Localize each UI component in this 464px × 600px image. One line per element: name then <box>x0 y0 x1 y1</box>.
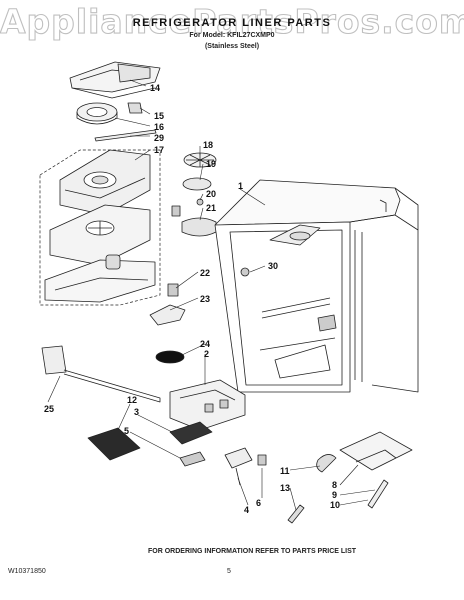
part-29-strip <box>94 129 157 142</box>
diagram-title: REFRIGERATOR LINER PARTS <box>132 17 332 29</box>
callout-20: 20 <box>206 189 216 199</box>
part-2-control-housing <box>169 379 246 431</box>
part-4-6-socket <box>224 447 267 486</box>
assembly-bottom-tray <box>44 254 156 303</box>
callout-15: 15 <box>154 111 164 121</box>
callout-17: 17 <box>154 145 164 155</box>
part-12-filter <box>87 427 141 461</box>
callout-11: 11 <box>280 466 290 476</box>
callout-5: 5 <box>124 426 129 436</box>
part-13-tube <box>287 504 305 524</box>
assembly-boundary <box>39 149 161 306</box>
callout-24: 24 <box>200 339 210 349</box>
part-30-plug <box>240 267 250 277</box>
part-17-housing <box>59 149 151 216</box>
callout-12: 12 <box>127 395 137 405</box>
part-15-16-damper-ring <box>76 102 143 125</box>
callout-2: 2 <box>204 349 209 359</box>
callout-3: 3 <box>134 407 139 417</box>
callout-6: 6 <box>256 498 261 508</box>
callout-4: 4 <box>244 505 249 515</box>
part-24-pad <box>155 350 185 364</box>
model-line: For Model: KFIL27CXMP0 <box>189 32 275 39</box>
part-5-connector <box>179 451 206 467</box>
part-14-cover <box>69 61 161 99</box>
callout-18: 18 <box>203 140 213 150</box>
callout-16: 16 <box>154 122 164 132</box>
callout-30: 30 <box>268 261 278 271</box>
callout-9: 9 <box>332 490 337 500</box>
callout-23: 23 <box>200 294 210 304</box>
callout-25: 25 <box>44 404 54 414</box>
callout-10: 10 <box>330 500 340 510</box>
page-number: 5 <box>227 568 231 575</box>
leader-lines <box>47 79 376 511</box>
callout-8: 8 <box>332 480 337 490</box>
part-22-clip <box>167 283 179 297</box>
callout-29: 29 <box>154 133 164 143</box>
part-25-rail <box>41 345 161 403</box>
ordering-note: FOR ORDERING INFORMATION REFER TO PARTS … <box>148 548 357 555</box>
callout-13: 13 <box>280 483 290 493</box>
part-3-board <box>169 421 213 445</box>
callout-labels: 14 15 16 29 17 18 19 20 21 1 22 30 23 24… <box>44 83 340 515</box>
part-11-bulb <box>316 454 337 473</box>
finish-line: (Stainless Steel) <box>204 43 260 50</box>
doc-number: W10371850 <box>8 568 46 575</box>
callout-22: 22 <box>200 268 210 278</box>
part-20-grommet <box>196 198 204 206</box>
callout-1: 1 <box>238 181 243 191</box>
callout-14: 14 <box>150 83 160 93</box>
part-8-light-cover <box>339 431 413 471</box>
callout-21: 21 <box>206 203 216 213</box>
part-10-lens <box>367 479 389 509</box>
part-18-fan-blade <box>183 152 217 168</box>
part-19-mount <box>182 177 212 191</box>
part-23-bracket <box>149 304 186 326</box>
watermark: AppliancePartsPros.com <box>0 1 464 41</box>
callout-19: 19 <box>206 159 216 169</box>
part-1-liner <box>214 179 419 393</box>
assembly-middle-cover <box>49 204 151 266</box>
